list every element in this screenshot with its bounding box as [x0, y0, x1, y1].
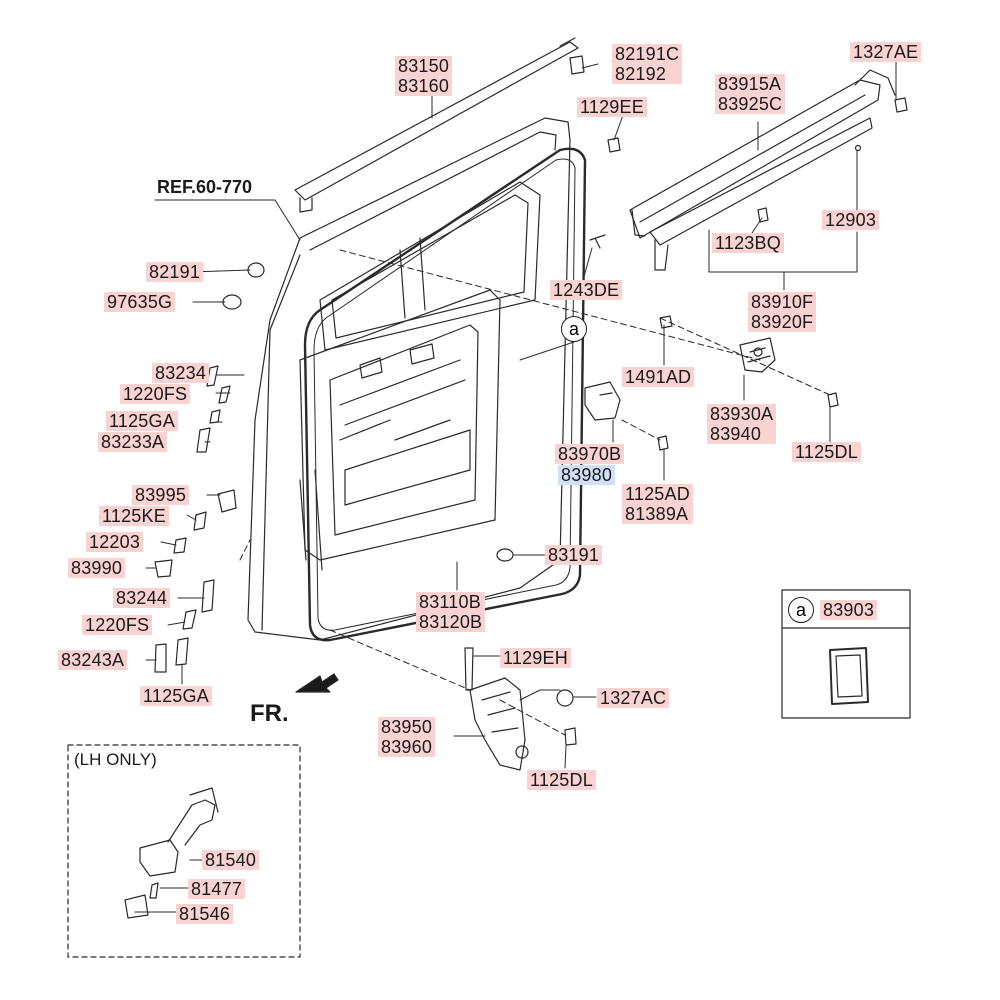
part-label-1129ee: 1129EE — [577, 97, 647, 117]
part-label-12203: 12203 — [86, 532, 144, 552]
part-label-1123bq: 1123BQ — [712, 233, 784, 253]
roller-bracket — [739, 337, 776, 373]
part-label-1125ga-bot: 1125GA — [140, 686, 212, 706]
door-inner-frame — [299, 289, 501, 571]
part-label-83233a: 83233A — [98, 432, 168, 452]
part-label-1327ac: 1327AC — [597, 688, 670, 708]
part-label-83191: 83191 — [545, 545, 603, 565]
part-label-12903: 12903 — [822, 210, 880, 230]
lh-only-box — [67, 744, 301, 958]
part-label-1220fs-bot: 1220FS — [82, 615, 153, 635]
inset-box — [781, 589, 911, 719]
part-label-1327ae: 1327AE — [850, 42, 922, 62]
part-label-83244: 83244 — [113, 588, 171, 608]
lower-roller-arm — [469, 677, 529, 771]
part-label-1125dl-bot: 1125DL — [527, 770, 596, 790]
part-label-1491ad: 1491AD — [622, 367, 695, 387]
part-label-81546: 81546 — [176, 904, 234, 924]
part-label-1125ga-top: 1125GA — [106, 411, 178, 431]
inset-part-label: 83903 — [820, 600, 878, 620]
callout-a-marker: a — [561, 316, 587, 342]
leader-lines — [134, 61, 897, 913]
front-direction-arrow — [295, 673, 339, 693]
part-label-1125ke: 1125KE — [99, 506, 169, 526]
part-label-1129eh: 1129EH — [500, 648, 571, 668]
inset-a-marker: a — [788, 597, 814, 623]
part-label-1243de: 1243DE — [550, 280, 623, 300]
part-label-83980: 83980 — [558, 465, 616, 485]
part-label-97635g: 97635G — [104, 292, 176, 312]
part-label-1220fs-top: 1220FS — [120, 384, 191, 404]
center-rail-assembly — [629, 69, 896, 271]
part-label-83234: 83234 — [152, 363, 210, 383]
lower-hinge — [584, 381, 621, 421]
front-marker: FR. — [250, 700, 289, 727]
upper-rail — [294, 37, 579, 213]
part-label-1125dl-top: 1125DL — [792, 442, 861, 462]
part-label-81477: 81477 — [188, 879, 246, 899]
part-label-83990: 83990 — [68, 558, 126, 578]
fasteners — [154, 55, 908, 746]
lh-only-title: (LH ONLY) — [74, 750, 157, 769]
part-label-81540: 81540 — [202, 850, 260, 870]
ref-note: REF.60-770 — [157, 177, 253, 197]
part-label-83243a: 83243A — [58, 650, 128, 670]
part-label-83970b: 83970B — [555, 444, 625, 464]
door-weatherstrip — [303, 147, 587, 642]
part-label-83995: 83995 — [132, 485, 190, 505]
part-label-82191: 82191 — [146, 262, 204, 282]
window-frame — [319, 181, 541, 351]
